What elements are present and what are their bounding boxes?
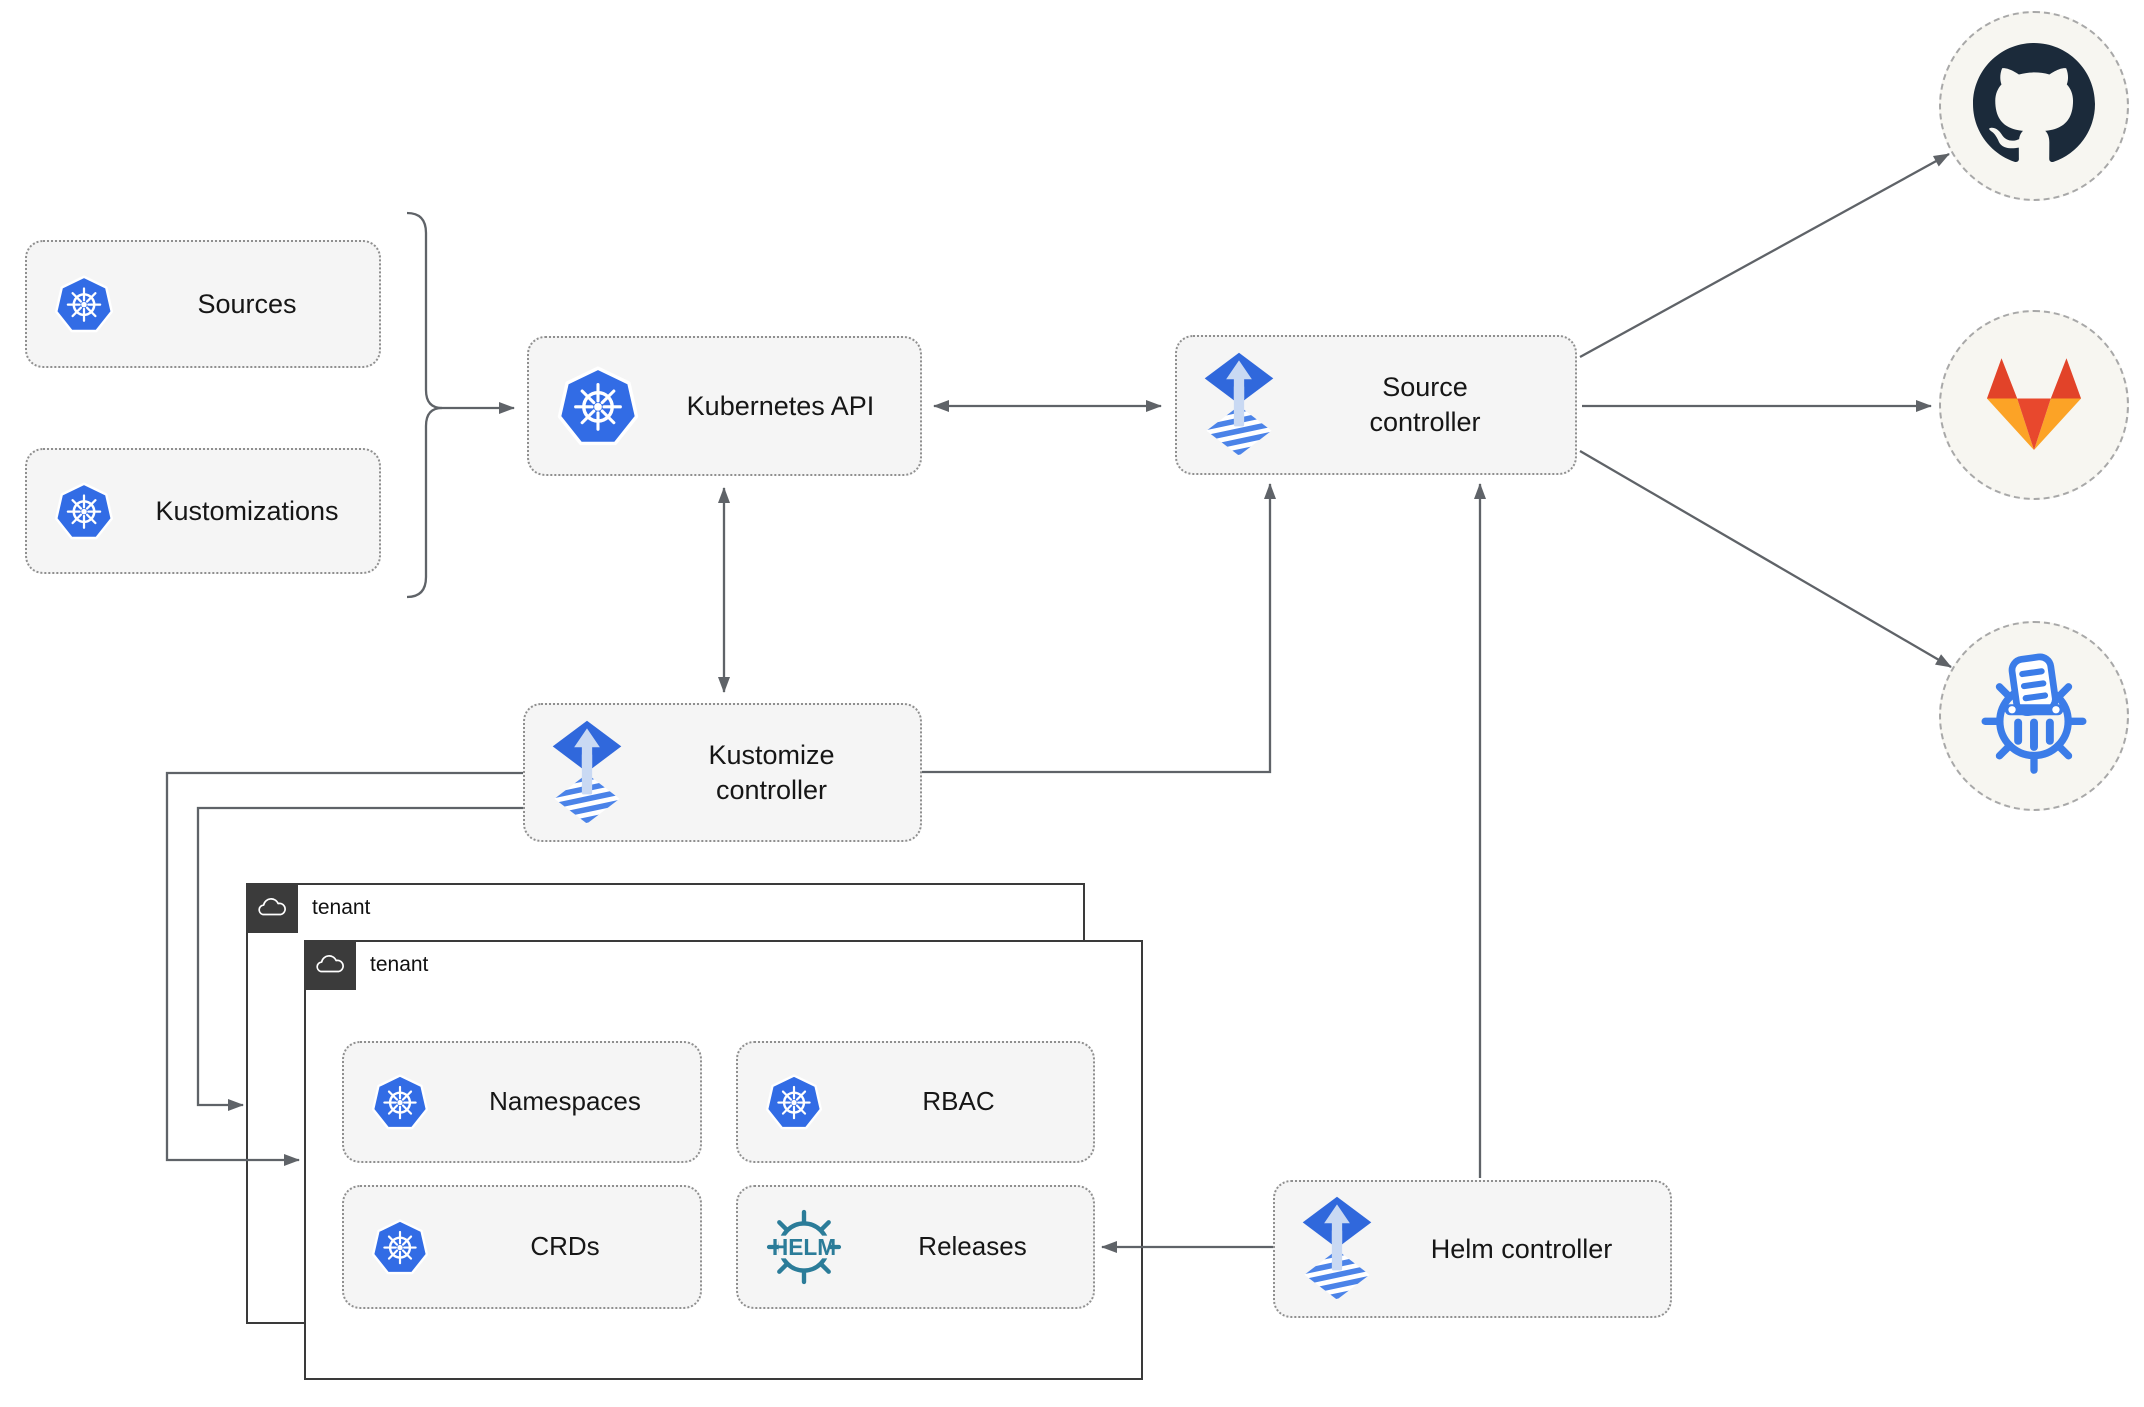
endpoint-gitlab (1939, 310, 2129, 500)
helm-logo-text: HELM (772, 1234, 836, 1260)
node-crds: CRDs (342, 1185, 702, 1309)
flux-icon (1203, 351, 1275, 459)
chartmuseum-icon (1973, 653, 2095, 780)
node-sources: Sources (25, 240, 381, 368)
node-label: Releases (918, 1231, 1027, 1262)
gitlab-icon (1978, 351, 2090, 460)
node-label: Kustomizations (155, 495, 339, 526)
node-label: Kubernetes API (686, 390, 875, 421)
node-helm-controller: Helm controller (1273, 1180, 1672, 1318)
node-kustomize-controller: Kustomize controller (523, 703, 922, 842)
node-label: Namespaces (489, 1086, 641, 1117)
kubernetes-icon (764, 1072, 824, 1132)
kubernetes-icon (53, 480, 115, 542)
tenant-label: tenant (370, 953, 429, 976)
endpoint-chartmuseum (1939, 621, 2129, 811)
node-releases: HELM Releases (736, 1185, 1095, 1309)
cloud-icon (246, 883, 298, 933)
node-label: Sources (197, 288, 297, 319)
node-namespaces: Namespaces (342, 1041, 702, 1163)
flux-icon (551, 719, 623, 827)
node-label: Helm controller (1430, 1233, 1613, 1264)
node-label: Source controller (1369, 372, 1481, 437)
node-label: Kustomize controller (708, 739, 835, 805)
kubernetes-icon (370, 1217, 430, 1277)
kubernetes-icon (370, 1072, 430, 1132)
tenant-label: tenant (312, 896, 371, 919)
kubernetes-icon (53, 273, 115, 335)
node-rbac: RBAC (736, 1041, 1095, 1163)
node-source-controller: Source controller (1175, 335, 1577, 475)
github-icon (1973, 42, 2095, 170)
helm-icon: HELM (756, 1203, 852, 1291)
node-label: RBAC (922, 1086, 995, 1117)
endpoint-github (1939, 11, 2129, 201)
node-kubernetes-api: Kubernetes API (527, 336, 922, 476)
cloud-icon (304, 940, 356, 990)
node-label: CRDs (530, 1231, 600, 1262)
flux-icon (1301, 1195, 1373, 1303)
kubernetes-icon (555, 363, 641, 449)
node-kustomizations: Kustomizations (25, 448, 381, 574)
